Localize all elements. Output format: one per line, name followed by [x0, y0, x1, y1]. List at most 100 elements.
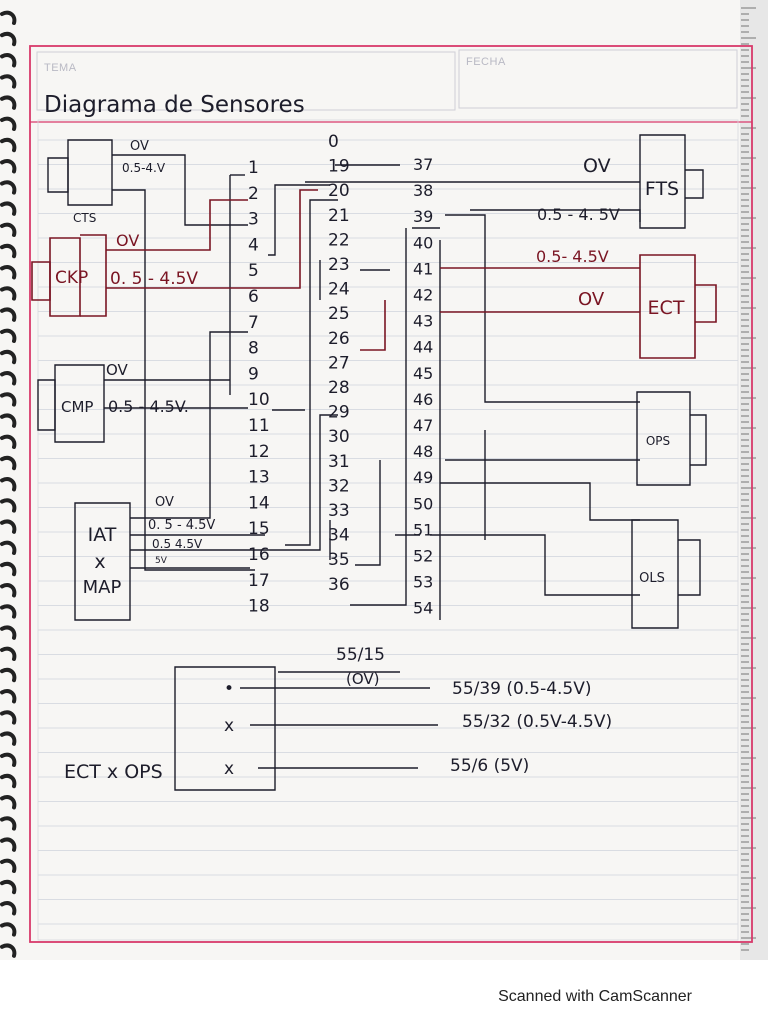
ruled-lines — [38, 139, 738, 925]
pin-col2-item: 34 — [328, 526, 350, 546]
pin-col3-item: 44 — [413, 338, 433, 357]
pin-col3-item: 51 — [413, 520, 433, 539]
pin-col1-item: 10 — [248, 390, 270, 410]
cmp-v2: 0.5 - 4.5V. — [108, 397, 189, 416]
ect-ops-line-3: 55/6 (5V) — [450, 756, 529, 776]
ect-ops-top-sub: (OV) — [346, 670, 380, 688]
pin-col2-item: 27 — [328, 353, 350, 373]
pin-col1-item: 17 — [248, 571, 270, 591]
pin-col1-item: 2 — [248, 184, 259, 204]
red-wiring — [31, 189, 717, 359]
pin-col3-item: 38 — [413, 181, 433, 200]
pin-col2-item: 31 — [328, 452, 350, 472]
writing-area — [37, 119, 739, 941]
fts-v2: 0.5 - 4. 5V — [537, 205, 620, 224]
pin-col1-item: 15 — [248, 519, 270, 539]
iat-map-v4: 5V — [155, 556, 168, 566]
iat-map-line3: MAP — [83, 577, 122, 598]
ect-ops-line-2: 55/32 (0.5V-4.5V) — [462, 712, 612, 732]
iat-map-v2: 0. 5 - 4.5V — [148, 518, 215, 533]
pin-col3-item: 48 — [413, 442, 433, 461]
ect-ops-line-1: 55/39 (0.5-4.5V) — [452, 679, 592, 699]
pin-col2-item: 30 — [328, 427, 350, 447]
edge-ruler — [740, 0, 768, 960]
pin-col1-item: 9 — [248, 364, 259, 384]
ckp-v1: OV — [116, 231, 139, 250]
pin-col1-item: 1 — [248, 158, 259, 178]
ckp-name: CKP — [55, 268, 88, 288]
pin-col3-item: 41 — [413, 259, 433, 278]
cmp-v1: OV — [106, 361, 129, 379]
pin-col1-item: 8 — [248, 339, 259, 359]
pin-col2-item: 35 — [328, 550, 350, 570]
pin-col3-item: 54 — [413, 599, 433, 618]
pin-col2-item: 20 — [328, 181, 350, 201]
ops-name: OPS — [646, 434, 670, 448]
pin-col3-item: 50 — [413, 494, 433, 513]
pin-col3-item: 43 — [413, 312, 433, 331]
pin-col3-item: 39 — [413, 207, 433, 226]
pin-col1-item: 6 — [248, 287, 259, 307]
ect-ops-mark: x — [224, 716, 234, 736]
pin-col1-item: 14 — [248, 493, 270, 513]
cmp-name: CMP — [61, 398, 93, 416]
pin-col2-item: 29 — [328, 403, 350, 423]
cts-v1: OV — [130, 139, 149, 154]
ect-ops-label: ECT x OPS — [64, 761, 163, 783]
ckp-v2: 0. 5 - 4.5V — [110, 269, 198, 289]
camscanner-footer: Scanned with CamScanner — [498, 988, 692, 1005]
iat-map-v3: 0.5 4.5V — [152, 537, 203, 551]
pin-col2-item: 0 — [328, 132, 339, 152]
page-border — [29, 45, 753, 943]
fecha-box — [458, 49, 738, 109]
pin-col1-item: 18 — [248, 597, 270, 617]
pin-col2-item: 25 — [328, 304, 350, 324]
pin-col3-item: 47 — [413, 416, 433, 435]
spiral-binding — [0, 10, 17, 958]
pin-col2-item: 19 — [328, 157, 350, 177]
pin-col3-item: 40 — [413, 233, 433, 252]
ect-ops-mark: • — [224, 679, 234, 699]
iat-map-line1: IAT — [88, 524, 117, 546]
cts-v2: 0.5-4.V — [122, 161, 166, 175]
ect-v2: OV — [578, 289, 605, 310]
tema-label: TEMA — [44, 62, 77, 74]
pin-col1-item: 11 — [248, 416, 270, 436]
pin-col1-item: 4 — [248, 235, 259, 255]
pin-col3-item: 37 — [413, 155, 433, 174]
pin-col2-item: 33 — [328, 501, 350, 521]
cts-name: CTS — [73, 211, 96, 225]
tema-box — [36, 51, 456, 111]
pin-col3-item: 46 — [413, 390, 433, 409]
page-title: Diagrama de Sensores — [44, 92, 305, 118]
iat-map-v1: OV — [155, 495, 174, 510]
pin-col3-item: 53 — [413, 573, 433, 592]
pin-col1-item: 5 — [248, 261, 259, 281]
pin-col1-item: 3 — [248, 210, 259, 230]
pin-col1-item: 16 — [248, 545, 270, 565]
fts-name: FTS — [645, 178, 679, 200]
pin-col3-item: 49 — [413, 468, 433, 487]
pin-col2-item: 23 — [328, 255, 350, 275]
pin-col3-item: 45 — [413, 364, 433, 383]
pin-col2-item: 32 — [328, 476, 350, 496]
pin-col2-item: 22 — [328, 230, 350, 250]
pin-col1-item: 12 — [248, 442, 270, 462]
iat-map-line2: x — [94, 551, 105, 573]
pin-col2-item: 28 — [328, 378, 350, 398]
pin-col1-item: 7 — [248, 313, 259, 333]
pin-col2-item: 21 — [328, 206, 350, 226]
ect-ops-top-label: 55/15 — [336, 645, 385, 665]
fecha-label: FECHA — [466, 56, 506, 68]
ols-name: OLS — [639, 571, 665, 586]
fts-v1: OV — [583, 155, 611, 177]
pin-col2-item: 36 — [328, 575, 350, 595]
ect-name: ECT — [648, 297, 685, 319]
wiring — [37, 134, 707, 791]
pin-col3-item: 42 — [413, 286, 433, 305]
ect-ops-mark: x — [224, 759, 234, 779]
paper-surface — [0, 0, 768, 960]
pin-col2-item: 26 — [328, 329, 350, 349]
